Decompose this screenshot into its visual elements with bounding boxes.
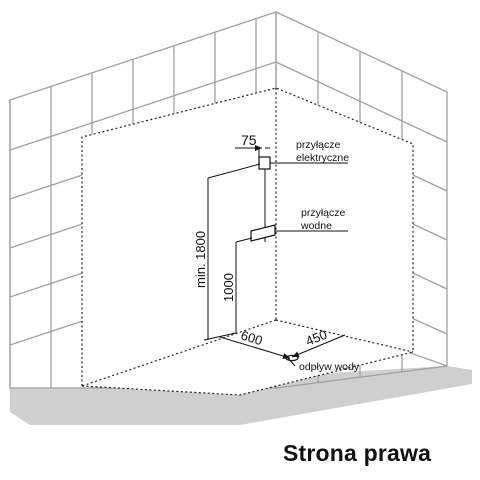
water-connection [235, 224, 348, 243]
water-label-line1: przyłącze [301, 207, 346, 219]
dim-depth-left: 600 [239, 328, 264, 349]
height-dimension-lines [203, 178, 237, 341]
dim-electrical-offset: 75 [241, 132, 257, 148]
electrical-label-line2: elektryczne [296, 152, 349, 164]
water-label-line2: wodne [300, 220, 332, 232]
diagram-caption: Strona prawa [283, 440, 432, 466]
floor [10, 366, 472, 425]
water-valve [250, 224, 276, 242]
electrical-label-line1: przyłącze [296, 139, 341, 151]
floor-dimension-lines [219, 334, 346, 367]
dim-min-height: min. 1800 [193, 231, 208, 288]
drain-label: odpływ wody [299, 361, 360, 373]
installation-zone [81, 87, 414, 396]
drain-icon [285, 354, 299, 362]
dim-water-height: 1000 [221, 273, 236, 302]
